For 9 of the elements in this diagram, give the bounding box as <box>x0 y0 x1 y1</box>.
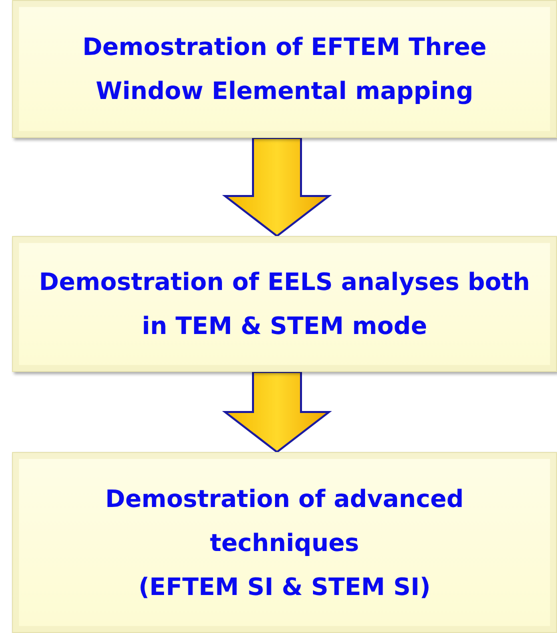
block-arrow <box>222 137 332 238</box>
box-text: Demostration of advanced techniques <box>104 484 465 558</box>
box-text: Demostration of EELS analyses both in TEM & STEM mode <box>38 267 531 342</box>
process-box <box>12 0 557 138</box>
block-arrow <box>222 371 332 454</box>
process-box <box>12 452 557 633</box>
box-text: Demostration of EFTEM Three Window Elemental mapping <box>81 32 488 107</box>
process-box <box>12 236 557 372</box>
box-text: (EFTEM SI & STEM SI) <box>138 572 431 602</box>
